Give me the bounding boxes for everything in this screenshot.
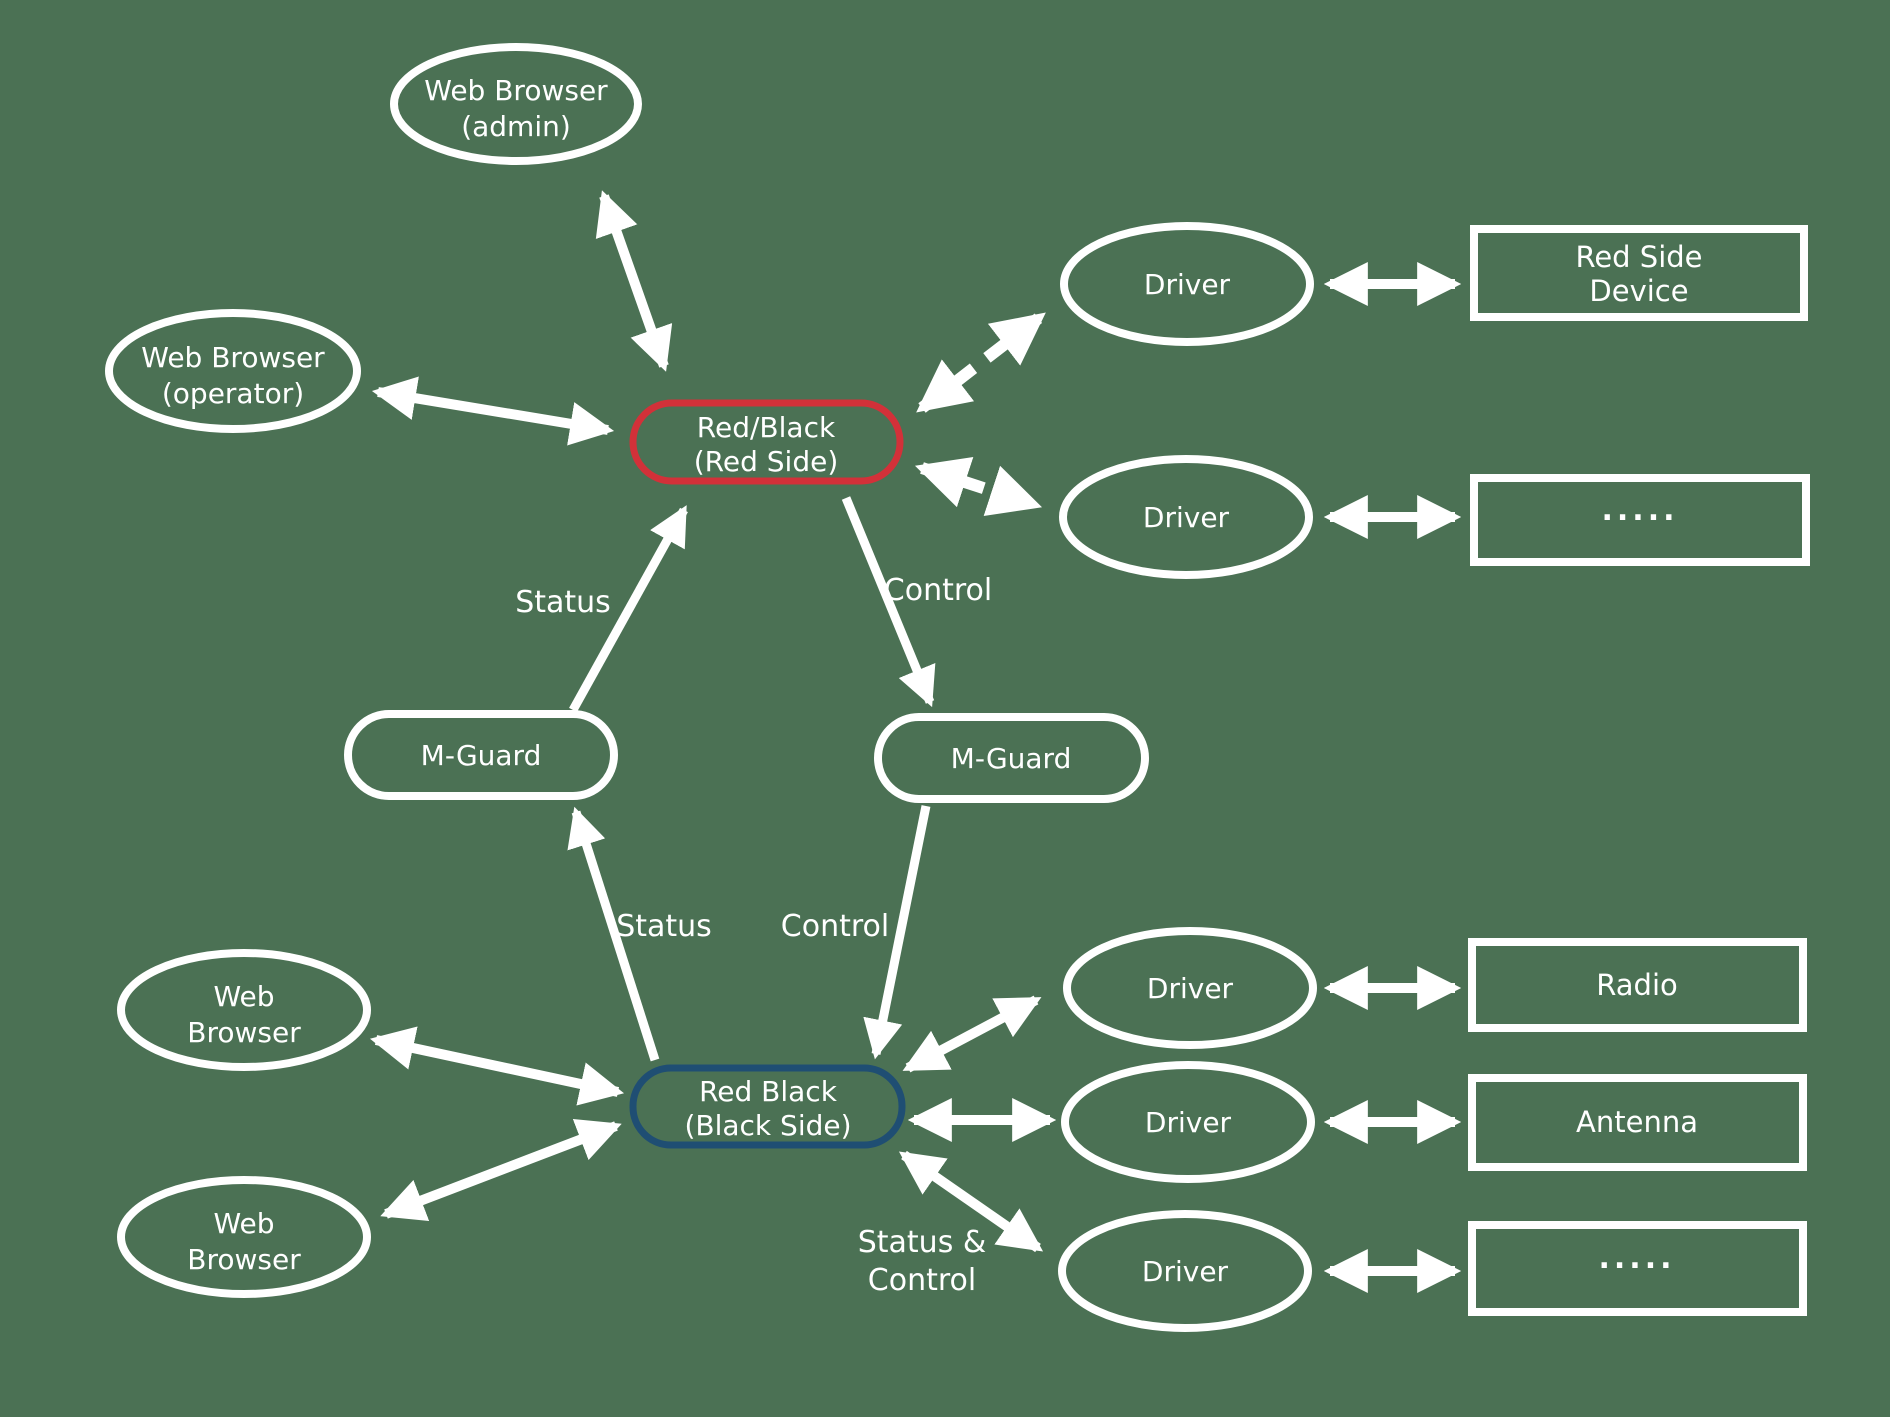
node-black-side-more: ..... [1468, 1221, 1807, 1316]
red-side-device-outline [1470, 225, 1808, 321]
web-browser-black-2-label-line1: Web [213, 1207, 274, 1240]
driver-black-antenna-label: Driver [1145, 1106, 1232, 1139]
m-guard-left-label: M-Guard [421, 739, 542, 772]
node-web-browser-admin: Web Browser (admin) [390, 43, 642, 165]
radio-device-label: Radio [1596, 968, 1678, 1002]
edge-blackside-driverradio [902, 995, 1042, 1073]
web-browser-admin-outline [390, 43, 642, 165]
edge-redside-driver1-dashed [916, 312, 1046, 413]
node-black-side-gateway: Red Black (Black Side) [629, 1064, 906, 1149]
web-browser-black-1-label-line1: Web [213, 980, 274, 1013]
driver-black-antenna-outline [1061, 1061, 1315, 1183]
web-browser-black-1-label-line2: Browser [187, 1016, 301, 1049]
black-side-gateway-outline [629, 1064, 906, 1149]
node-red-side-gateway: Red/Black (Red Side) [629, 399, 904, 485]
red-side-gateway-label-line1: Red/Black [697, 411, 836, 444]
m-guard-right-label: M-Guard [951, 742, 1072, 775]
node-driver-red-2: Driver [1059, 455, 1313, 579]
edge-admin-redside [595, 190, 673, 372]
black-side-more-label: ..... [1599, 1241, 1676, 1276]
node-antenna-device: Antenna [1468, 1074, 1807, 1171]
edge-control-upper [841, 496, 936, 708]
node-driver-black-antenna: Driver [1061, 1061, 1315, 1183]
node-web-browser-black-1: Web Browser [117, 949, 371, 1071]
node-red-side-more: ..... [1470, 474, 1810, 566]
antenna-device-outline [1468, 1074, 1807, 1171]
web-browser-admin-label-line2: (admin) [461, 110, 571, 143]
node-driver-red-1: Driver [1060, 222, 1314, 346]
red-side-device-label-line2: Device [1589, 274, 1688, 308]
driver-red-2-label: Driver [1143, 501, 1230, 534]
driver-red-2-outline [1059, 455, 1313, 579]
web-browser-black-2-outline [117, 1176, 371, 1298]
red-side-gateway-label-line2: (Red Side) [694, 445, 839, 478]
label-control-lower: Control [781, 909, 889, 944]
radio-device-outline [1468, 938, 1807, 1032]
edge-blackside-drivermore [898, 1150, 1044, 1253]
black-side-gateway-label-line2: (Black Side) [684, 1109, 851, 1142]
web-browser-operator-outline [105, 309, 361, 433]
label-status-upper: Status [515, 585, 611, 620]
driver-red-1-outline [1060, 222, 1314, 346]
driver-red-1-label: Driver [1144, 268, 1231, 301]
black-side-more-outline [1468, 1221, 1807, 1316]
driver-black-radio-label: Driver [1147, 972, 1234, 1005]
edge-control-lower [863, 805, 931, 1060]
web-browser-operator-label-line1: Web Browser [141, 341, 325, 374]
web-browser-operator-label-line2: (operator) [162, 377, 304, 410]
node-web-browser-black-2: Web Browser [117, 1176, 371, 1298]
web-browser-admin-label-line1: Web Browser [424, 74, 608, 107]
edge-operator-redside [371, 376, 615, 446]
red-side-more-label: ..... [1602, 493, 1679, 528]
node-m-guard-left: M-Guard [344, 710, 618, 800]
label-status-control-line1: Status & [858, 1225, 987, 1260]
edge-redside-driver2-dashed [914, 457, 1043, 516]
m-guard-right-outline [874, 713, 1149, 803]
node-driver-black-radio: Driver [1063, 927, 1317, 1049]
label-status-control-line2: Control [868, 1263, 976, 1298]
antenna-device-label: Antenna [1576, 1105, 1698, 1139]
label-control-upper: Control [884, 573, 992, 608]
edge-status-lower [567, 806, 660, 1062]
web-browser-black-1-outline [117, 949, 371, 1071]
web-browser-black-2-label-line2: Browser [187, 1243, 301, 1276]
red-side-more-outline [1470, 474, 1810, 566]
label-status-lower: Status [616, 909, 712, 944]
node-m-guard-right: M-Guard [874, 713, 1149, 803]
black-side-gateway-label-line1: Red Black [699, 1075, 838, 1108]
edge-webbrowser2-blackside [380, 1118, 622, 1222]
node-driver-black-more: Driver [1058, 1210, 1312, 1332]
red-side-gateway-outline [629, 399, 904, 485]
red-side-device-label-line1: Red Side [1575, 240, 1702, 274]
edges [369, 190, 1462, 1294]
node-radio-device: Radio [1468, 938, 1807, 1032]
edge-labels: Status Control Status Control Status & C… [515, 573, 992, 1298]
edge-status-upper [569, 505, 688, 713]
node-red-side-device: Red Side Device [1470, 225, 1808, 321]
node-web-browser-operator: Web Browser (operator) [105, 309, 361, 433]
m-guard-left-outline [344, 710, 618, 800]
driver-black-radio-outline [1063, 927, 1317, 1049]
edge-webbrowser1-blackside [369, 1026, 625, 1106]
driver-black-more-label: Driver [1142, 1255, 1229, 1288]
driver-black-more-outline [1058, 1210, 1312, 1332]
